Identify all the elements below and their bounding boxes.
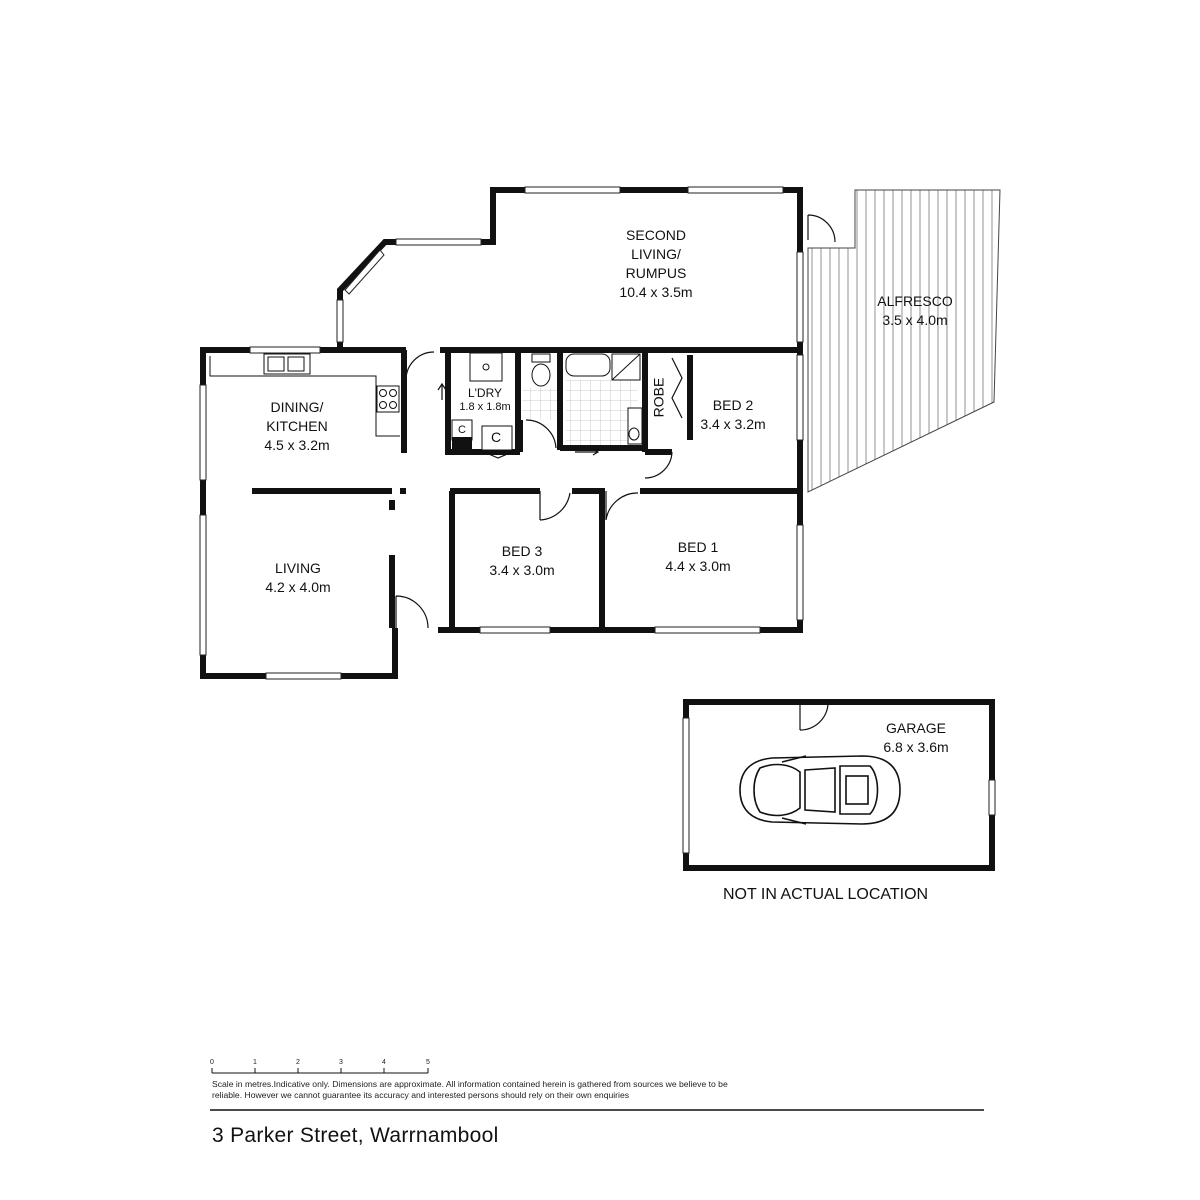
room-laundry: L'DRY 1.8 x 1.8m	[452, 386, 518, 414]
cupboard-label-1: C	[458, 424, 466, 436]
room-garage-name: GARAGE	[886, 720, 946, 736]
scale-tick-4: 4	[382, 1059, 386, 1066]
room-dining-kitchen: DINING/ KITCHEN 4.5 x 3.2m	[237, 398, 357, 455]
room-alfresco: ALFRESCO 3.5 x 4.0m	[855, 292, 975, 330]
room-second-living: SECOND LIVING/ RUMPUS 10.4 x 3.5m	[600, 226, 712, 302]
room-bed2-name: BED 2	[712, 397, 754, 413]
room-robe-name: ROBE	[650, 377, 667, 418]
room-bed3-dims: 3.4 x 3.0m	[489, 562, 555, 578]
room-bed2-dims: 3.4 x 3.2m	[700, 416, 766, 432]
toilet-tile-floor	[522, 388, 558, 420]
room-second-living-line3: RUMPUS	[625, 265, 687, 281]
room-bed1: BED 1 4.4 x 3.0m	[648, 538, 748, 576]
room-alfresco-name: ALFRESCO	[877, 293, 953, 309]
room-living: LIVING 4.2 x 4.0m	[248, 559, 348, 597]
scale-tick-2: 2	[296, 1059, 300, 1066]
room-garage: GARAGE 6.8 x 3.6m	[866, 719, 966, 757]
room-dining-kitchen-line2: KITCHEN	[266, 418, 328, 434]
scale-tick-5: 5	[426, 1059, 430, 1066]
bathroom-tile-floor	[566, 380, 638, 446]
room-laundry-name: L'DRY	[467, 386, 503, 400]
scale-tick-0: 0	[210, 1059, 214, 1066]
car-icon	[739, 755, 901, 825]
room-garage-dims: 6.8 x 3.6m	[883, 739, 949, 755]
alfresco-deck	[807, 189, 1001, 493]
scale-bar	[211, 1068, 429, 1074]
scale-tick-1: 1	[253, 1059, 257, 1066]
windows	[199, 186, 996, 854]
room-bed2: BED 2 3.4 x 3.2m	[683, 396, 783, 434]
room-dining-kitchen-dims: 4.5 x 3.2m	[264, 437, 330, 453]
room-living-dims: 4.2 x 4.0m	[265, 579, 331, 595]
fixtures	[209, 352, 643, 451]
room-dining-kitchen-line1: DINING/	[270, 399, 324, 415]
scale-tick-3: 3	[339, 1059, 343, 1066]
disclaimer-text: Scale in metres.Indicative only. Dimensi…	[212, 1079, 728, 1100]
room-second-living-line1: SECOND	[626, 227, 686, 243]
garage-location-note: NOT IN ACTUAL LOCATION	[723, 886, 929, 903]
room-bed1-name: BED 1	[677, 539, 719, 555]
room-living-name: LIVING	[275, 560, 321, 576]
doors	[395, 214, 836, 731]
room-bed3: BED 3 3.4 x 3.0m	[472, 542, 572, 580]
room-second-living-line2: LIVING/	[631, 246, 681, 262]
cupboard-label-2: C	[490, 429, 502, 445]
room-bed3-name: BED 3	[501, 543, 543, 559]
room-laundry-dims: 1.8 x 1.8m	[459, 401, 511, 413]
laundry-cabinet-fill	[452, 437, 472, 452]
room-second-living-dims: 10.4 x 3.5m	[619, 284, 693, 300]
room-bed1-dims: 4.4 x 3.0m	[665, 558, 731, 574]
room-alfresco-dims: 3.5 x 4.0m	[882, 312, 948, 328]
property-address: 3 Parker Street, Warrnambool	[212, 1124, 499, 1147]
room-robe: ROBE	[650, 376, 669, 420]
